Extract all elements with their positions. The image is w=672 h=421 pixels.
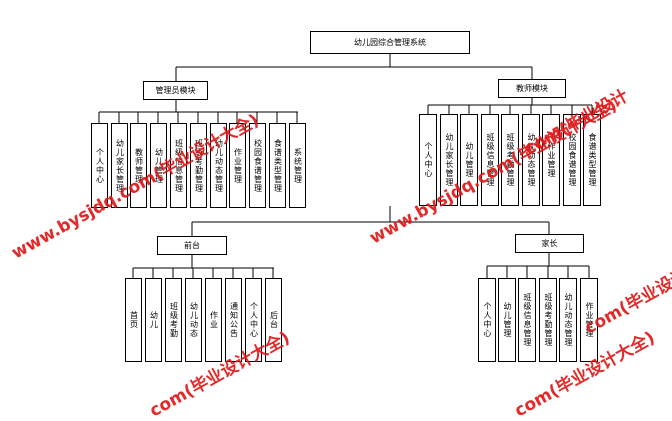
root-label: 幼儿园综合管理系统 (354, 38, 426, 47)
front-leaf: 首页 (125, 278, 142, 362)
parent-leaf: 个人中心 (478, 278, 496, 362)
admin-leaf: 幼儿家长管理 (111, 123, 128, 208)
parent-leaf: 作业管理 (580, 278, 598, 362)
admin-leaf: 作业管理 (229, 123, 246, 208)
front-leaf: 作业 (205, 278, 222, 362)
front-leaf: 班级考勤 (165, 278, 182, 362)
admin-module-label: 管理员模块 (155, 86, 196, 95)
admin-leaf: 班级信息管理 (170, 123, 187, 208)
admin-leaf: 教师管理 (130, 123, 147, 208)
teacher-leaf: 校园食谱管理 (563, 114, 581, 206)
teacher-leaf: 班级考勤管理 (501, 114, 519, 206)
front-leaf: 后台 (265, 278, 282, 362)
admin-leaf: 幼儿动态管理 (210, 123, 227, 208)
teacher-module-label: 教师模块 (516, 84, 548, 93)
front-node: 前台 (157, 236, 227, 255)
admin-leaf: 幼儿管理 (150, 123, 167, 208)
admin-module-node: 管理员模块 (143, 81, 208, 100)
parent-label: 家长 (541, 239, 558, 248)
front-leaf: 幼儿 (145, 278, 162, 362)
admin-leaf: 校园食谱管理 (249, 123, 266, 208)
parent-leaf: 幼儿管理 (498, 278, 516, 362)
front-leaf: 个人中心 (245, 278, 262, 362)
front-leaf: 幼儿动态 (185, 278, 202, 362)
teacher-leaf: 食谱类型管理 (583, 114, 601, 206)
admin-leaf: 个人中心 (91, 123, 108, 208)
teacher-leaf: 幼儿家长管理 (440, 114, 458, 206)
teacher-leaf: 个人中心 (419, 114, 437, 206)
front-leaf: 通知公告 (225, 278, 242, 362)
parent-leaf: 班级考勤管理 (539, 278, 557, 362)
root-node: 幼儿园综合管理系统 (310, 31, 470, 54)
admin-leaf: 食谱类型管理 (269, 123, 286, 208)
admin-leaf: 系统管理 (289, 123, 306, 208)
parent-node: 家长 (515, 234, 584, 253)
connector-lines (98, 54, 593, 278)
front-label: 前台 (184, 241, 200, 250)
teacher-module-node: 教师模块 (498, 79, 566, 98)
teacher-leaf: 幼儿动态管理 (522, 114, 540, 206)
teacher-leaf: 作业管理 (542, 114, 560, 206)
teacher-leaf: 班级信息管理 (481, 114, 499, 206)
admin-leaf: 班级考勤管理 (190, 123, 207, 208)
teacher-leaf: 幼儿管理 (460, 114, 478, 206)
parent-leaf: 幼儿动态管理 (559, 278, 577, 362)
parent-leaf: 班级信息管理 (518, 278, 536, 362)
